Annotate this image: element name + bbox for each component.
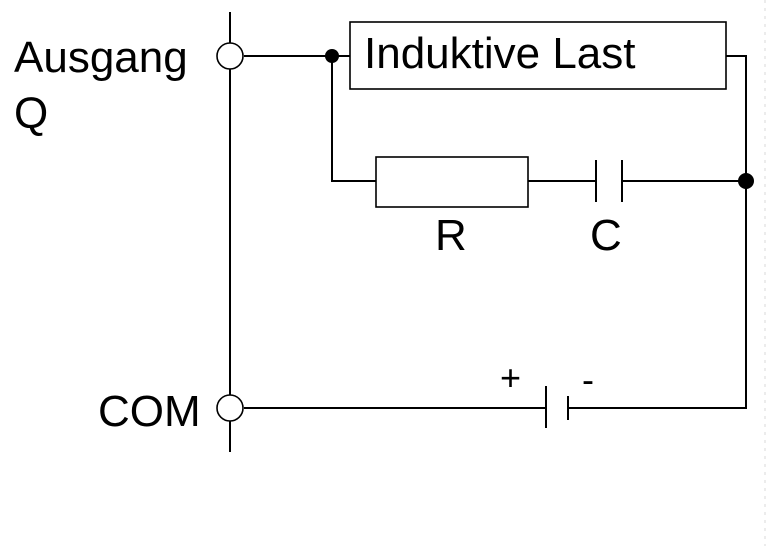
label-plus: +: [500, 357, 521, 398]
label-capacitor: C: [590, 211, 622, 260]
label-resistor: R: [435, 211, 467, 260]
label-minus: -: [582, 359, 594, 400]
right-rail-wire: [568, 181, 747, 409]
label-com: COM: [98, 387, 201, 436]
junction-dot-left: [325, 49, 339, 63]
label-output-q: Q: [14, 89, 48, 138]
junction-dot-right: [738, 173, 754, 189]
label-inductive-load: Induktive Last: [364, 29, 636, 78]
resistor-symbol: [375, 156, 529, 208]
load-output-wire: [726, 55, 747, 181]
terminal-com: [216, 394, 244, 422]
terminal-output: [216, 42, 244, 70]
inductive-load-box: [349, 21, 727, 90]
rc-branch-wire: [331, 56, 376, 182]
label-output: Ausgang: [14, 33, 188, 82]
